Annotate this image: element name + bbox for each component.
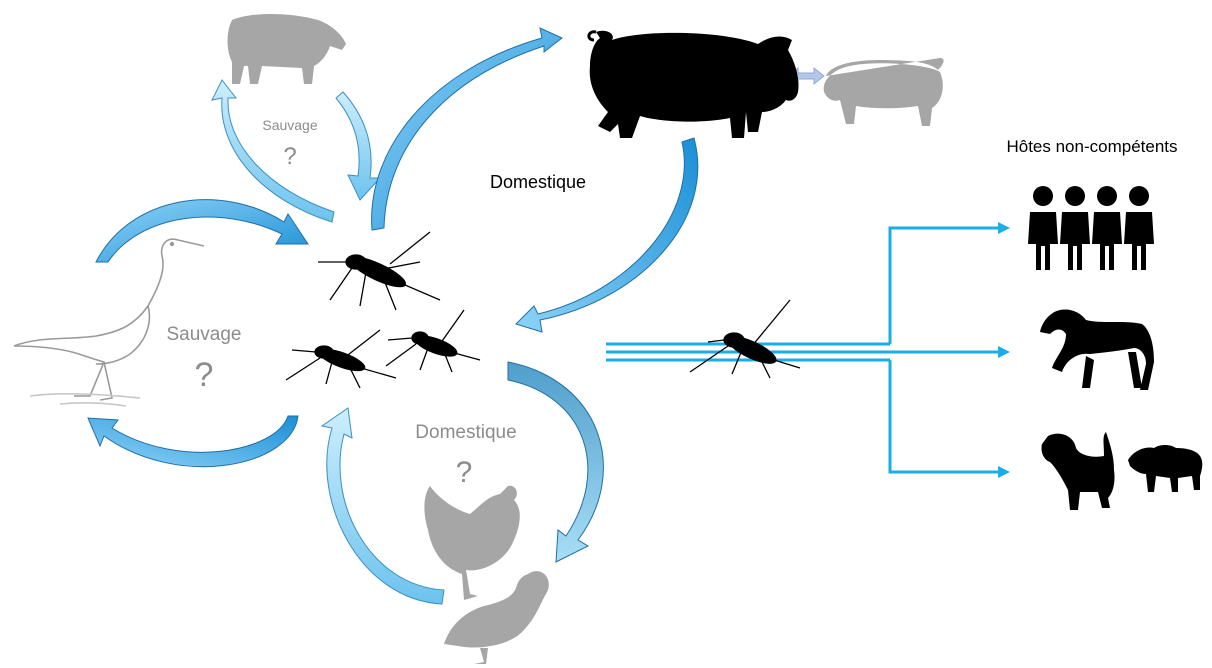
label-non-competent-hosts: Hôtes non-compétents: [1006, 137, 1177, 156]
mosquito-icon-bridge: [690, 300, 800, 378]
spillover-lines: [606, 228, 1000, 472]
spillover-arrowheads: [998, 222, 1010, 478]
mosquito-icon-top: [318, 232, 440, 310]
label-wild-small: Sauvage: [262, 117, 317, 133]
arrow-mosquito-to-boar: [212, 80, 334, 222]
label-domestic-bird: Domestique: [415, 422, 516, 443]
arrow-mosquito-to-egret: [88, 416, 298, 467]
arrow-mosquito-to-pig: [372, 28, 562, 230]
arrow-boar-to-mosquito: [336, 92, 380, 200]
zebu-icon: [1128, 445, 1202, 492]
chicken-icon: [424, 486, 519, 600]
piglet-icon: [824, 58, 944, 126]
arrow-mosquito-to-poultry: [508, 362, 603, 562]
horse-icon: [1040, 309, 1154, 390]
dog-icon: [1041, 432, 1114, 510]
egret-icon: [14, 239, 204, 406]
boar-icon: [228, 14, 347, 84]
mosquito-icon-left: [286, 330, 396, 388]
label-wild-bird-question: ?: [195, 356, 214, 394]
arrow-egret-to-mosquito: [96, 200, 308, 262]
label-wild-bird: Sauvage: [166, 324, 241, 345]
mosquito-icon-right: [386, 310, 480, 372]
label-domestic-pig: Domestique: [490, 172, 586, 192]
people-icon: [1028, 186, 1154, 270]
duck-icon: [444, 571, 549, 664]
label-domestic-bird-question: ?: [456, 456, 473, 489]
arrow-pig-to-mosquito: [516, 138, 698, 332]
pig-icon: [589, 31, 799, 138]
label-wild-small-question: ?: [283, 143, 296, 170]
